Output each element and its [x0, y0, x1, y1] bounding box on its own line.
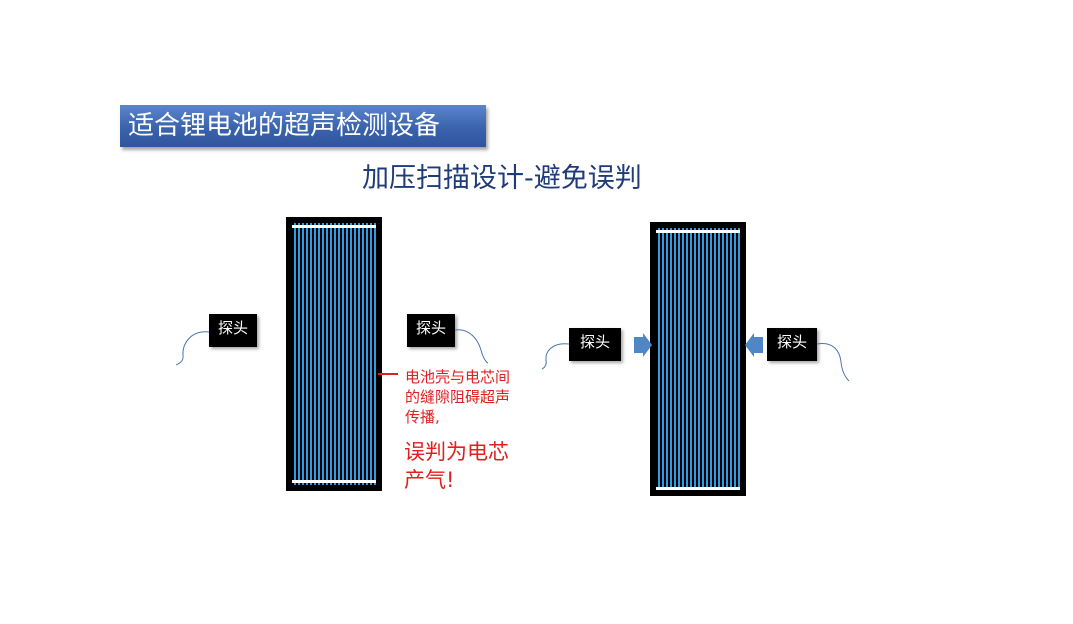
probe-right-compressed: 探头 [767, 328, 817, 361]
electrode-stack [292, 223, 376, 485]
conclusion-line-1: 误判为电芯 [404, 440, 509, 464]
conclusion-line-2: 产气! [404, 468, 455, 492]
cable-right-probe-1 [454, 329, 489, 364]
cable-right-probe-2 [816, 343, 850, 382]
battery-cell-uncompressed [286, 217, 382, 491]
probe-label: 探头 [415, 319, 446, 337]
cell-top-band [656, 230, 740, 233]
page-subtitle: 加压扫描设计-避免误判 [362, 163, 642, 194]
probe-left-uncompressed: 探头 [209, 314, 257, 347]
gap-note-line-1: 电池壳与电芯间 [405, 368, 511, 386]
misjudge-conclusion: 误判为电芯产气! [404, 438, 509, 494]
page-title: 适合锂电池的超声检测设备 [120, 105, 486, 147]
cable-left-probe-1 [175, 331, 210, 366]
gap-note: 电池壳与电芯间的缝隙阻碍超声传播, [405, 367, 510, 427]
probe-right-uncompressed: 探头 [407, 314, 455, 347]
cable-left-probe-2 [541, 343, 570, 370]
gap-note-line-2: 的缝隙阻碍超声 [405, 388, 511, 406]
probe-label: 探头 [217, 319, 248, 337]
probe-label: 探头 [776, 333, 807, 351]
electrode-stack [656, 228, 740, 490]
compression-arrow-left [634, 333, 652, 357]
cell-bottom-band [292, 480, 376, 483]
cell-top-band [292, 225, 376, 228]
cell-bottom-band [656, 487, 740, 490]
probe-label: 探头 [579, 333, 610, 351]
battery-cell-compressed [650, 222, 746, 496]
probe-left-compressed: 探头 [569, 328, 621, 361]
gap-note-line-3: 传播, [405, 408, 440, 426]
compression-arrow-right [745, 333, 763, 357]
